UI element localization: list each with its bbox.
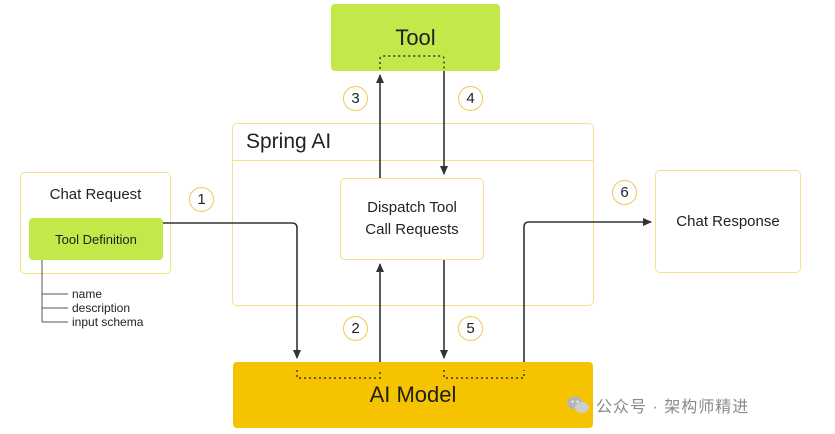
step-badge-6: 6 (612, 180, 637, 205)
step-badge-5: 5 (458, 316, 483, 341)
dotted-tool (379, 55, 445, 69)
dotted-ai-model-left (296, 370, 381, 379)
chat-response-box: Chat Response (655, 170, 801, 273)
watermark: 公众号 · 架构师精进 (566, 393, 749, 417)
property-description: description (72, 301, 131, 315)
chat-request-title: Chat Request (49, 186, 142, 203)
dispatch-line-1: Dispatch Tool (367, 199, 457, 216)
spring-ai-title: Spring AI (246, 130, 332, 153)
dotted-ai-model-right (443, 370, 525, 379)
ai-model-box: AI Model (233, 362, 593, 428)
step-badge-4: 4 (458, 86, 483, 111)
tool-box: Tool (331, 4, 500, 71)
wechat-icon (567, 396, 589, 413)
watermark-text: 公众号 · 架构师精进 (596, 399, 750, 416)
property-tree-lines (41, 260, 68, 323)
property-input-schema: input schema (72, 315, 144, 329)
arrow-step-6 (523, 218, 652, 362)
step-badge-1: 1 (189, 187, 214, 212)
property-name: name (72, 287, 103, 301)
spring-ai-divider (233, 160, 593, 161)
step-badge-3: 3 (343, 86, 368, 111)
tool-definition-box: Tool Definition (29, 218, 163, 260)
step-badge-2: 2 (343, 316, 368, 341)
arrow-step-1 (163, 222, 301, 359)
dispatch-line-2: Call Requests (365, 221, 459, 238)
dispatch-tool-call-requests-box: Dispatch Tool Call Requests (340, 178, 484, 260)
